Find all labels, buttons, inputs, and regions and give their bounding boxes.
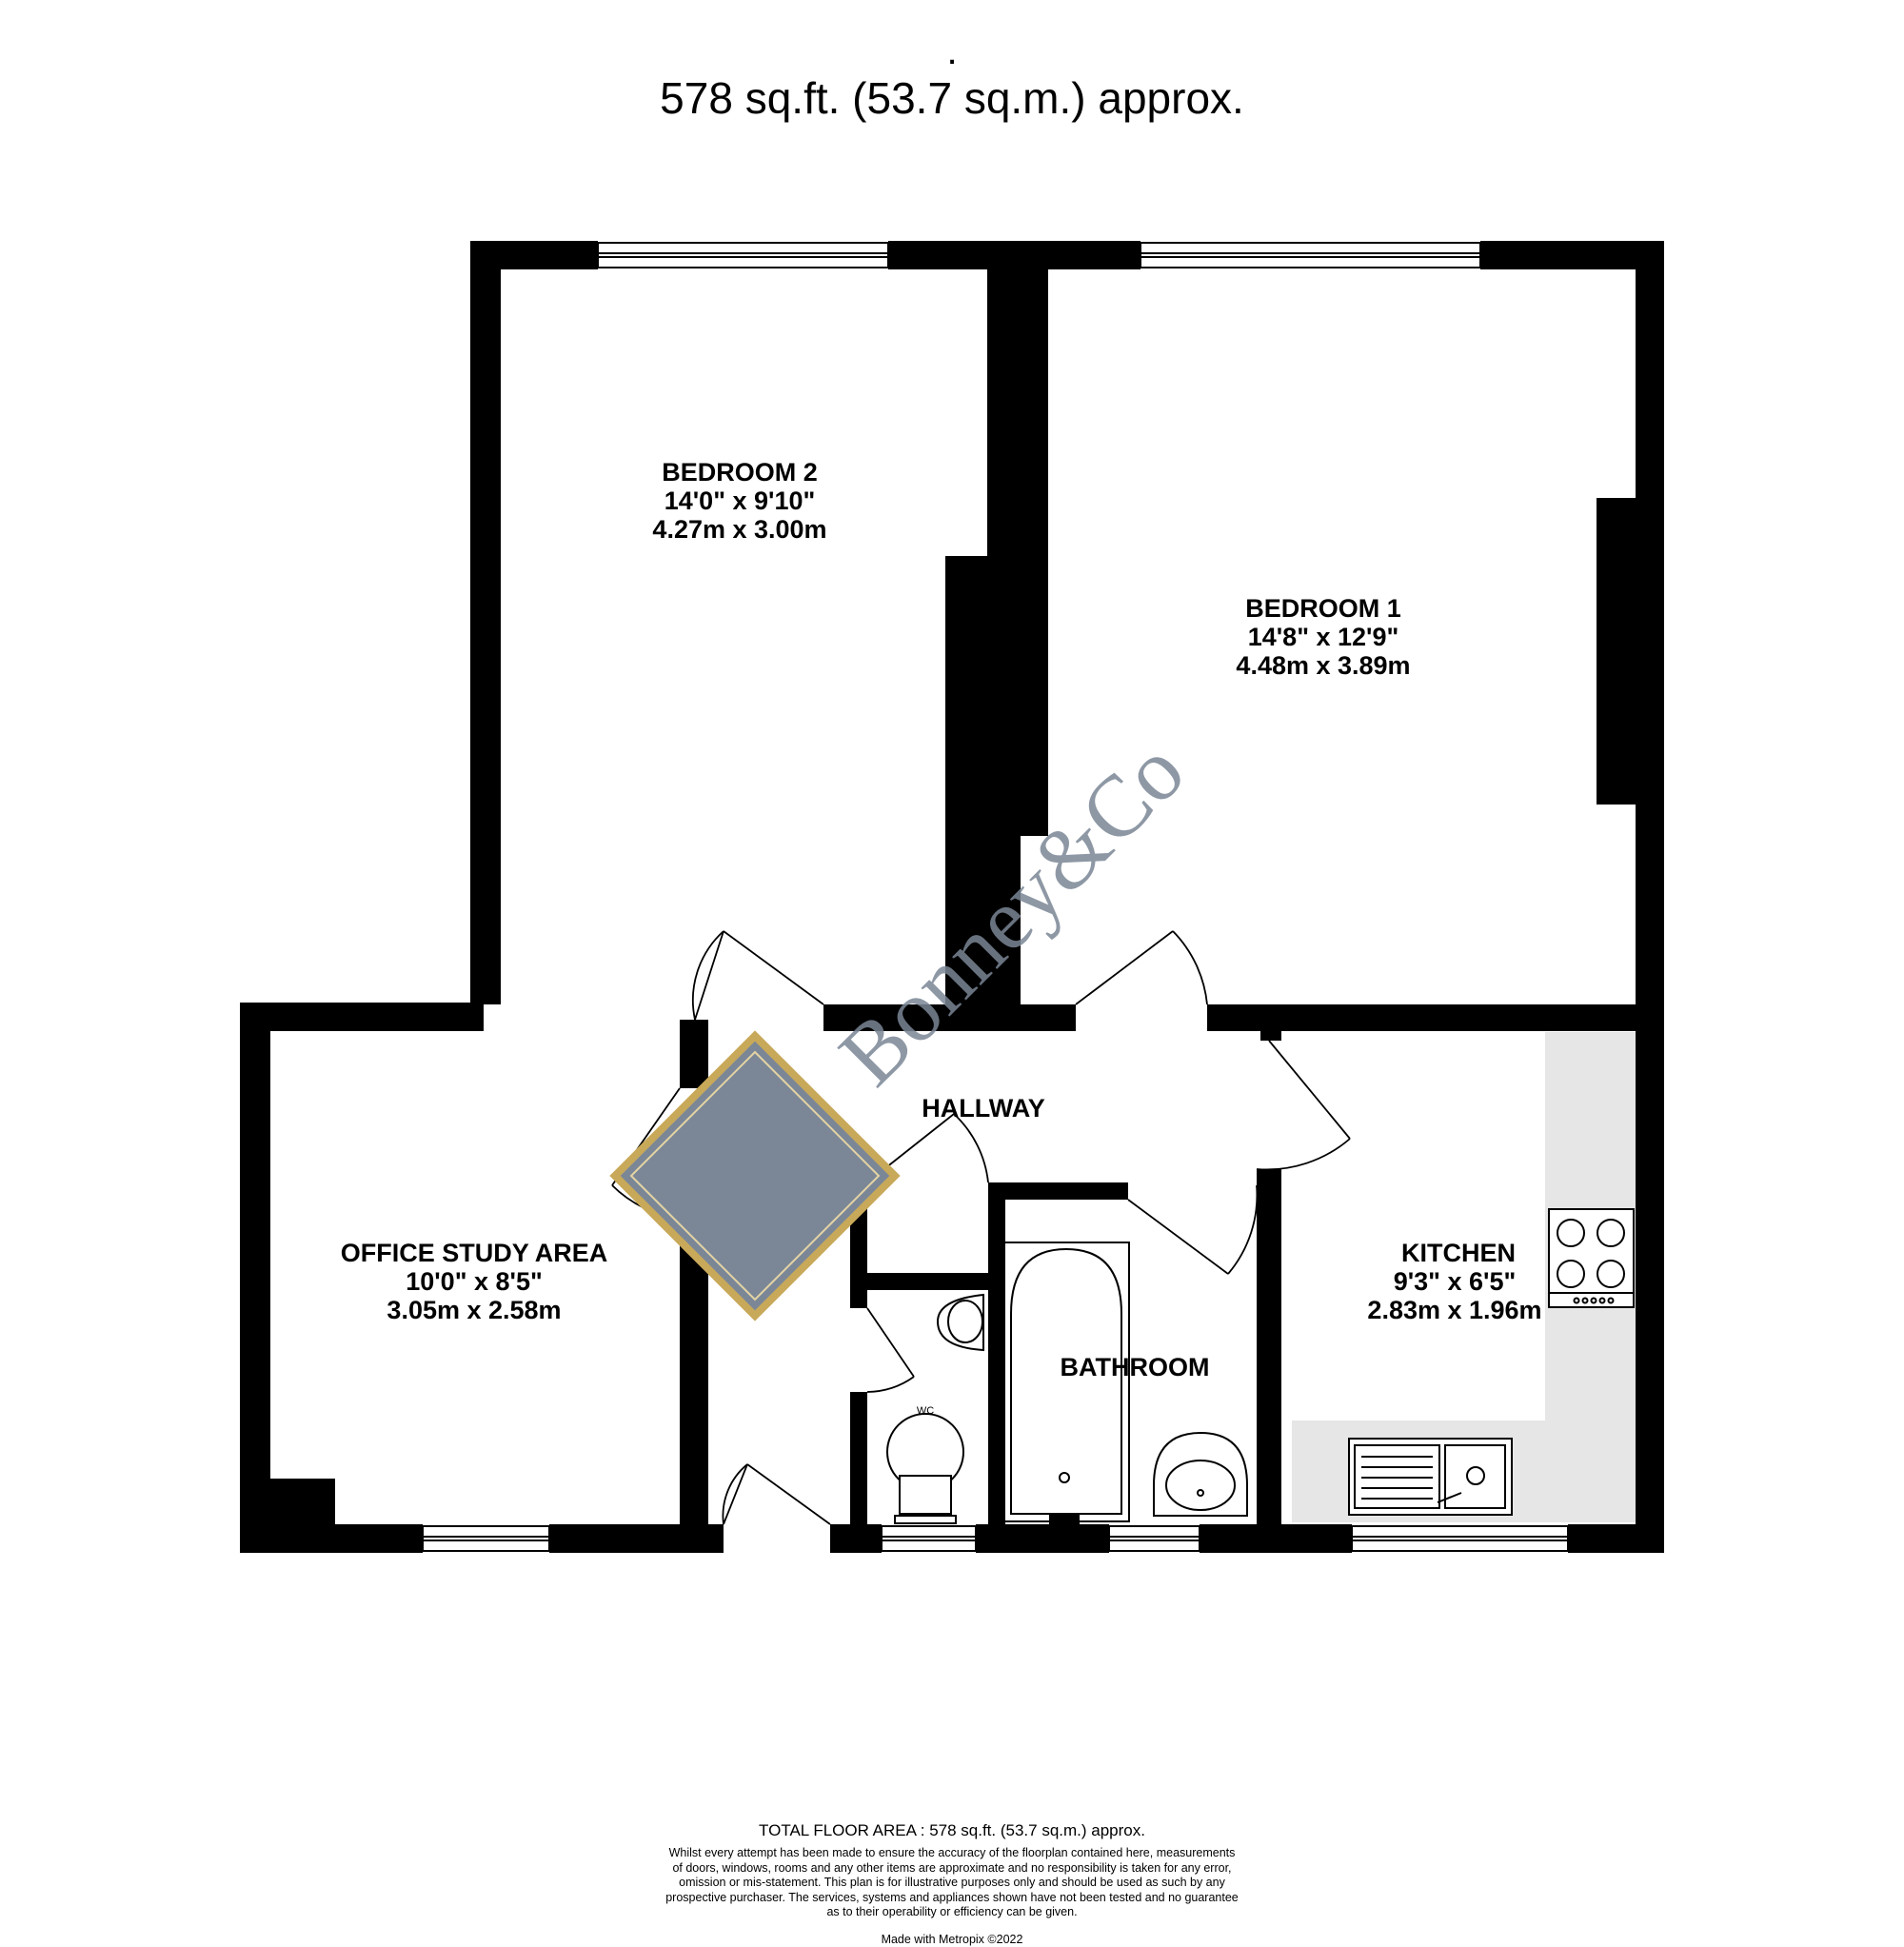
kitchen-hob — [1548, 1208, 1635, 1308]
disclaimer-line: Whilst every attempt has been made to en… — [668, 1846, 1236, 1859]
wc-basin — [936, 1293, 984, 1352]
bedroom-2-dim-metric: 4.27m x 3.00m — [652, 515, 826, 544]
bedroom-2-dim-imperial: 14'0" x 9'10" — [664, 487, 816, 515]
bedroom-1-dim-imperial: 14'8" x 12'9" — [1248, 623, 1399, 651]
bathroom-name: BATHROOM — [1061, 1353, 1210, 1381]
room-label-office-study-area: OFFICE STUDY AREA 10'0" x 8'5" 3.05m x 2… — [341, 1239, 608, 1324]
bedroom-1-dim-metric: 4.48m x 3.89m — [1236, 651, 1410, 680]
footer-total-area: TOTAL FLOOR AREA : 578 sq.ft. (53.7 sq.m… — [759, 1821, 1145, 1839]
room-label-kitchen: KITCHEN 9'3" x 6'5" 2.83m x 1.96m — [1367, 1239, 1541, 1324]
footer-disclaimer: Whilst every attempt has been made to en… — [571, 1846, 1333, 1920]
office-name: OFFICE STUDY AREA — [341, 1239, 608, 1267]
room-label-bedroom-1: BEDROOM 1 14'8" x 12'9" 4.48m x 3.89m — [1236, 594, 1410, 680]
kitchen-dim-imperial: 9'3" x 6'5" — [1394, 1267, 1517, 1296]
kitchen-sink — [1348, 1438, 1513, 1516]
bedroom-1-name: BEDROOM 1 — [1245, 594, 1401, 623]
disclaimer-line: omission or mis-statement. This plan is … — [679, 1876, 1225, 1889]
watermark-monogram: B&C — [663, 1123, 847, 1221]
office-dim-imperial: 10'0" x 8'5" — [406, 1267, 543, 1296]
walls — [240, 241, 1664, 1553]
header-dot: . — [946, 30, 958, 72]
windows — [422, 242, 1569, 1552]
kitchen-dim-metric: 2.83m x 1.96m — [1367, 1296, 1541, 1324]
disclaimer-line: prospective purchaser. The services, sys… — [665, 1890, 1239, 1904]
room-label-bedroom-2: BEDROOM 2 14'0" x 9'10" 4.27m x 3.00m — [652, 458, 826, 544]
bathtub — [1002, 1242, 1130, 1524]
wc-toilet — [886, 1413, 964, 1524]
footer-made-with: Made with Metropix ©2022 — [881, 1933, 1023, 1946]
bathroom-basin — [1153, 1431, 1248, 1517]
hallway-name: HALLWAY — [922, 1094, 1045, 1123]
disclaimer-line: as to their operability or efficiency ca… — [826, 1905, 1078, 1918]
disclaimer-line: of doors, windows, rooms and any other i… — [672, 1860, 1232, 1875]
floor-area-title: 578 sq.ft. (53.7 sq.m.) approx. — [660, 73, 1244, 123]
watermark-logo: B&C — [609, 1030, 901, 1321]
kitchen-name: KITCHEN — [1401, 1239, 1516, 1267]
wc-label: WC — [917, 1405, 934, 1417]
bedroom-2-name: BEDROOM 2 — [662, 458, 818, 487]
office-dim-metric: 3.05m x 2.58m — [387, 1296, 561, 1324]
